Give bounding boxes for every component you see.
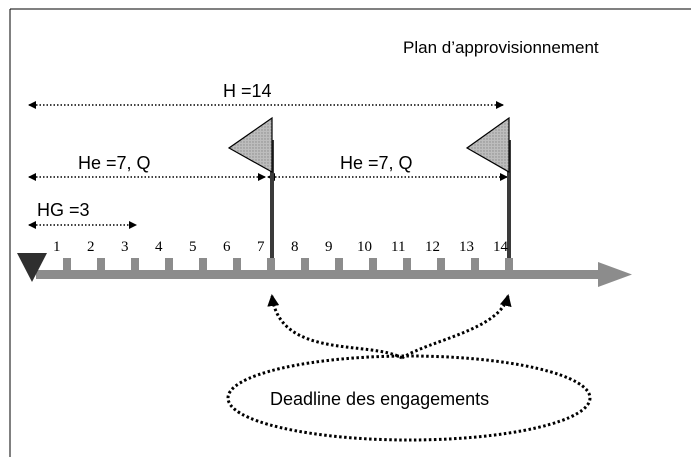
axis-tick-11 [403,258,411,272]
period-label-9: 9 [325,239,333,255]
axis-tick-2 [97,258,105,272]
hg-horizon-label: HG =3 [37,200,90,220]
period-label-1: 1 [53,239,61,255]
deadline-callout-ellipse [226,354,592,442]
axis-tick-5 [199,258,207,272]
period-label-4: 4 [155,239,163,255]
deadline-callout-label: Deadline des engagements [270,389,489,409]
period-label-3: 3 [121,239,129,255]
period-label-11: 11 [391,239,405,255]
deadline-arrow-right [401,294,512,360]
period-label-14: 14 [493,239,509,255]
axis-tick-7 [267,258,275,272]
flag-period-14 [465,116,510,174]
period-label-6: 6 [223,239,231,255]
flag-period-7 [227,116,273,174]
period-label-2: 2 [87,239,95,255]
axis-tick-13 [471,258,479,272]
he-first-horizon-label: He =7, Q [78,153,151,173]
period-label-13: 13 [459,239,474,255]
axis-tick-12 [437,258,445,272]
axis-tick-4 [165,258,173,272]
period-label-7: 7 [257,239,265,255]
period-label-12: 12 [425,239,440,255]
deadline-arrow-left [267,294,403,360]
axis-tick-1 [63,258,71,272]
axis-tick-6 [233,258,241,272]
start-marker [17,253,47,282]
period-label-10: 10 [357,239,372,255]
axis-tick-9 [335,258,343,272]
h-horizon-label: H =14 [223,81,272,101]
diagram-title: Plan d’approvisionnement [403,38,599,57]
axis-tick-8 [301,258,309,272]
time-axis-bar [36,270,601,279]
he-second-horizon-label: He =7, Q [340,153,413,173]
time-axis-arrowhead [598,262,632,287]
axis-tick-10 [369,258,377,272]
period-label-5: 5 [189,239,197,255]
axis-tick-14 [505,258,513,272]
period-label-8: 8 [291,239,299,255]
axis-tick-3 [131,258,139,272]
